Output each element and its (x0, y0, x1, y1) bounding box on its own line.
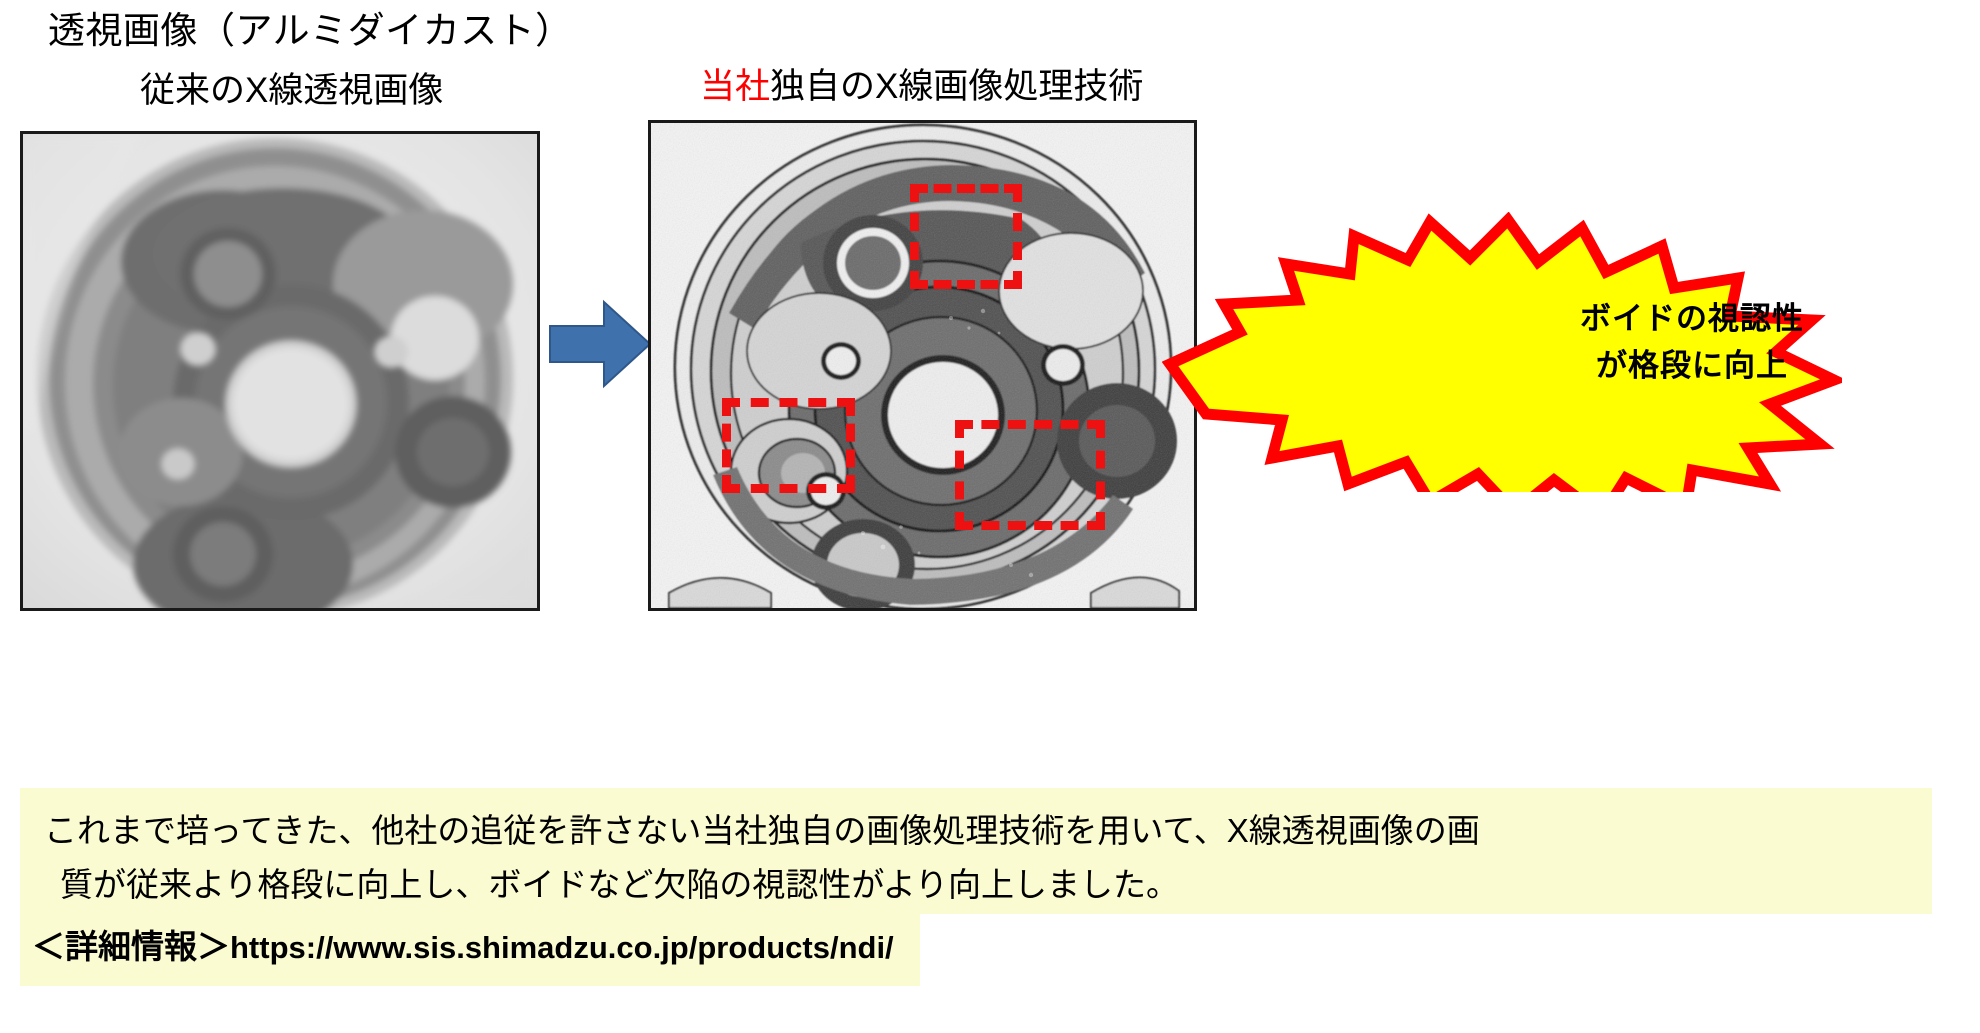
caption-background (20, 788, 1932, 914)
footer-label: ＜詳細情報＞ (32, 928, 230, 965)
footer-url[interactable]: https://www.sis.shimadzu.co.jp/products/… (230, 930, 894, 965)
caption-line-1: これまで培ってきた、他社の追従を許さない当社独自の画像処理技術を用いて、X線透視… (44, 812, 1480, 849)
xray-conventional-graphic (23, 134, 537, 608)
transition-arrow (548, 296, 652, 392)
roi-box-lower-left (722, 398, 855, 493)
roi-box-lower-right (955, 420, 1105, 530)
panel-heading-conventional: 従来のX線透視画像 (140, 71, 444, 110)
panel-heading-enhanced-highlight: 当社 (700, 67, 771, 106)
xray-image-conventional (20, 131, 540, 611)
arrow-right-icon (549, 299, 652, 389)
caption-line-2: 質が従来より格段に向上し、ボイドなど欠陥の視認性がより向上しました。 (60, 866, 1180, 903)
footer-link-row: ＜詳細情報＞https://www.sis.shimadzu.co.jp/pro… (32, 930, 894, 963)
footer-background (20, 914, 920, 986)
starburst-shape (1162, 212, 1842, 492)
panel-heading-enhanced-rest: 独自のX線画像処理技術 (770, 67, 1144, 106)
page-title: 透視画像（アルミダイカスト） (48, 10, 573, 51)
callout-starburst (1162, 212, 1842, 492)
panel-heading-enhanced: 当社独自のX線画像処理技術 (700, 66, 1143, 108)
roi-box-upper-right (910, 184, 1022, 289)
